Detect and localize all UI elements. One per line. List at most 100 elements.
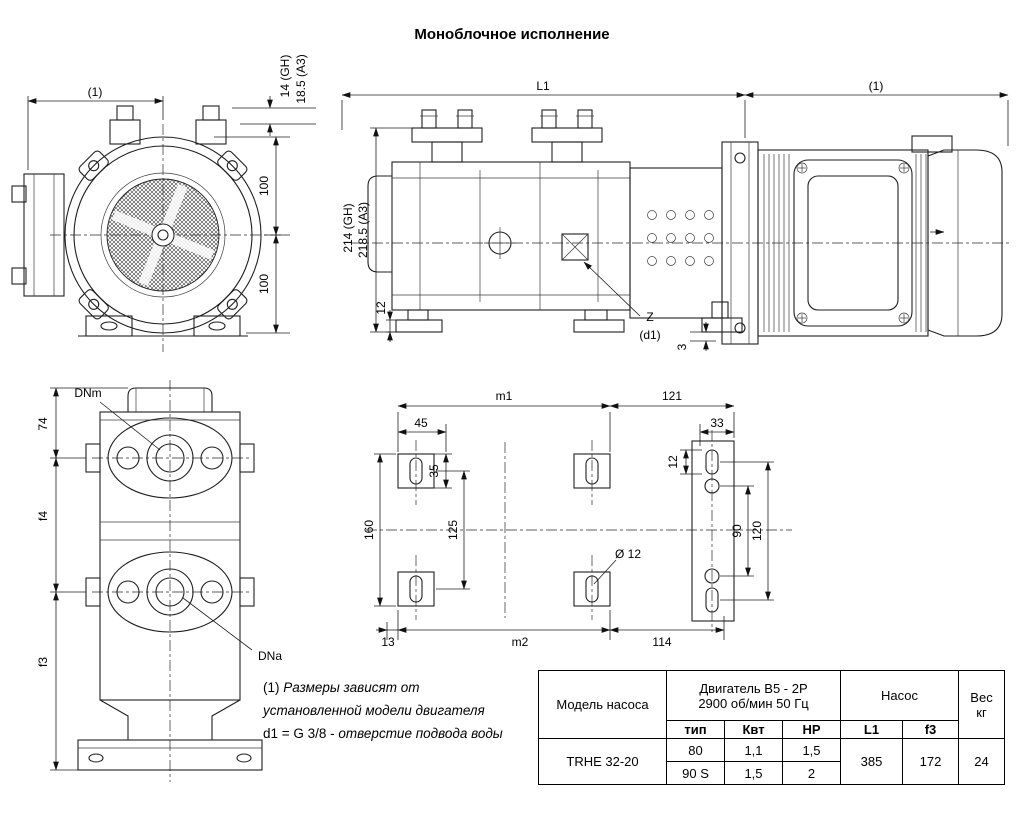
footnote-text-1: Размеры зависят от [283, 680, 420, 695]
base-dimension-lines [374, 403, 774, 640]
value-l1: 385 [840, 738, 903, 785]
inlet-flange [11, 173, 65, 297]
dnm-flange [107, 417, 233, 499]
dna-flange [107, 551, 233, 633]
dim-port-f3: f3 [36, 657, 50, 667]
dim-front-a3: 18.5 (A3) [294, 54, 308, 103]
lifting-lug [911, 135, 953, 153]
footnotes: (1) Размеры зависят от установленной мод… [263, 676, 543, 745]
data-row-2: 90 S 1,5 2 [539, 761, 1005, 785]
pump-body [99, 411, 241, 701]
dim-port-f4: f4 [36, 511, 50, 521]
weight-header-line1: Вес [970, 689, 993, 705]
front-feet [78, 315, 248, 337]
dim-base-m1: m1 [496, 389, 513, 403]
drawing-title: Моноблочное исполнение [414, 26, 610, 43]
footnote-text-3: отверстие подвода воды [338, 726, 503, 741]
dim-base-114: 114 [652, 635, 671, 649]
col-header-type: тип [666, 720, 725, 739]
vent-holes [647, 210, 714, 266]
footnote-text-2: установленной модели двигателя [263, 703, 485, 718]
dim-base-121: 121 [662, 389, 682, 403]
dim-side-span: (1) [869, 79, 884, 93]
dim-base-35: 35 [427, 464, 441, 478]
col-header-f3: f3 [902, 720, 959, 739]
port-view: DNm 74 f4 f3 DNa [36, 380, 282, 782]
dim-base-m2: m2 [512, 635, 529, 649]
motor-header-cell: Двигатель B5 - 2P 2900 об/мин 50 Гц [666, 670, 841, 721]
label-d1: (d1) [639, 328, 660, 342]
dim-base-125: 125 [446, 520, 460, 540]
dim-side-l1: L1 [536, 79, 550, 93]
mounting-tabs [78, 150, 248, 320]
suction-port-flange [531, 109, 603, 163]
pump-support-feet [395, 309, 625, 333]
spec-table: Модель насоса Двигатель B5 - 2P 2900 об/… [538, 670, 1005, 785]
model-header-cell: Модель насоса [538, 670, 667, 739]
dim-base-120: 120 [750, 521, 764, 541]
b5-flange [721, 141, 759, 345]
motor-header-line1: Двигатель B5 - 2P [699, 680, 808, 696]
dim-side-gh: 214 (GH) [341, 203, 355, 252]
motor-hp-1: 1,5 [782, 738, 841, 762]
dim-side-foot: 12 [374, 301, 388, 315]
data-row-1: TRHE 32-20 80 1,1 1,5 385 172 24 [538, 738, 1005, 785]
col-header-l1: L1 [840, 720, 903, 739]
motor-hp-2: 2 [782, 761, 841, 785]
front-view: (1) 14 (GH) 18.5 (A3) 100 100 [11, 54, 316, 352]
motor-type-2: 90 S [666, 761, 725, 785]
top-cap [127, 387, 213, 412]
footnote-line-1: (1) Размеры зависят от [263, 676, 543, 699]
base-plan: m1 121 45 33 35 12 160 125 90 120 Ø 12 1… [362, 389, 792, 649]
dim-front-100-top: 100 [257, 176, 271, 196]
dim-base-45: 45 [414, 416, 428, 430]
dim-base-hole: Ø 12 [615, 547, 641, 561]
frame-bolts [796, 162, 910, 324]
drain-plug [484, 227, 516, 259]
pump-foot-slots [397, 453, 611, 607]
footnote-prefix: (1) [263, 680, 284, 695]
footnote-line-3: d1 = G 3/8 - отверстие подвода воды [263, 722, 543, 745]
discharge-port-flange [411, 109, 483, 163]
footnote-d1-formula: d1 = G 3/8 - [263, 726, 339, 741]
value-f3: 172 [902, 738, 959, 785]
port-dimension-lines [50, 387, 253, 771]
dim-base-33: 33 [710, 416, 724, 430]
pump-casing [391, 161, 631, 311]
label-dnm: DNm [74, 386, 101, 400]
dim-front-span: (1) [88, 85, 103, 99]
pump-header-cell: Насос [840, 670, 959, 721]
front-dimension-lines [27, 96, 316, 334]
dim-base-12: 12 [666, 455, 680, 469]
motor-kw-1: 1,1 [724, 738, 783, 762]
motor-kw-2: 1,5 [724, 761, 783, 785]
value-weight: 24 [958, 738, 1005, 785]
label-dna: DNa [258, 649, 282, 663]
motor-type-1: 80 [666, 738, 725, 762]
label-z: Z [646, 310, 653, 324]
header-row-1: Модель насоса Двигатель B5 - 2P 2900 об/… [538, 670, 1005, 739]
dim-base-90: 90 [730, 524, 744, 538]
dim-port-74: 74 [36, 417, 50, 431]
motor-header-line2: 2900 об/мин 50 Гц [698, 695, 809, 711]
inlet-cap [367, 175, 392, 273]
side-view: L1 (1) 214 (GH) 218.5 (A3) 12 Z (d1) 3 [341, 79, 1012, 351]
fan-cover [927, 149, 1003, 337]
pedestal-base [77, 699, 263, 771]
col-header-kw: Квт [724, 720, 783, 739]
motor-foot-plate [691, 440, 735, 622]
side-dimension-lines [341, 92, 1009, 351]
col-header-hp: HP [782, 720, 841, 739]
dim-front-100-bottom: 100 [257, 274, 271, 294]
dim-front-gh: 14 (GH) [278, 55, 292, 98]
weight-header-line2: кг [976, 704, 987, 720]
weight-header-cell: Вес кг [958, 670, 1005, 739]
dim-side-a3: 218.5 (A3) [356, 202, 370, 258]
pump-model-cell: TRHE 32-20 [538, 738, 667, 785]
dim-base-160: 160 [362, 520, 376, 540]
dim-base-13: 13 [381, 635, 395, 649]
dim-side-gap: 3 [675, 343, 689, 350]
z-detail [561, 233, 641, 317]
motor-fins [763, 154, 927, 332]
